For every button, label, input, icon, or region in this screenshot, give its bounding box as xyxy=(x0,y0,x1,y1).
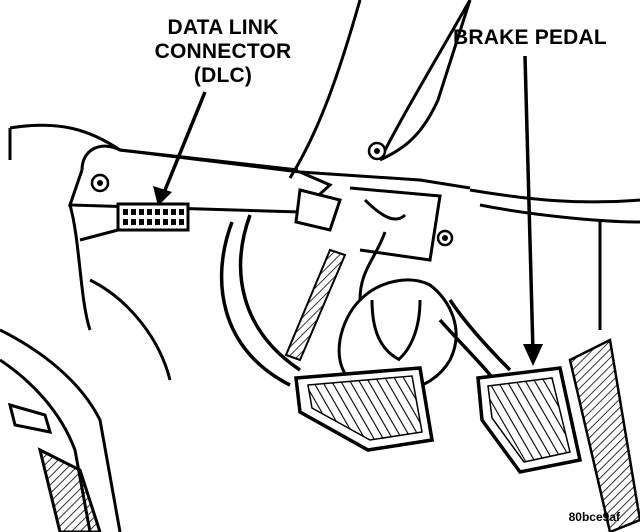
pedal-bracket xyxy=(294,186,458,394)
right-side-panel xyxy=(568,220,640,532)
brake-pedal-pad xyxy=(476,366,583,474)
steering-column xyxy=(288,0,640,224)
data-link-connector xyxy=(79,202,190,242)
pedal-arms xyxy=(219,214,512,387)
left-pedal-pad xyxy=(294,366,435,452)
dlc-label-line1: DATA LINK xyxy=(167,16,279,39)
figure-code: 80bce9af xyxy=(568,510,620,524)
brake-pedal-label: BRAKE PEDAL xyxy=(453,26,607,49)
dlc-label-line2: CONNECTOR xyxy=(154,40,292,63)
bolt-detail xyxy=(97,148,448,241)
floor-panel xyxy=(0,278,172,532)
dlc-label-line3: (DLC) xyxy=(193,64,253,87)
dash-panel xyxy=(8,123,471,331)
brake-leader-arrow xyxy=(523,55,543,366)
cable-strip xyxy=(284,248,347,362)
dlc-leader-arrow xyxy=(153,91,207,206)
dlc-label: DATA LINK CONNECTOR (DLC) xyxy=(128,16,318,88)
